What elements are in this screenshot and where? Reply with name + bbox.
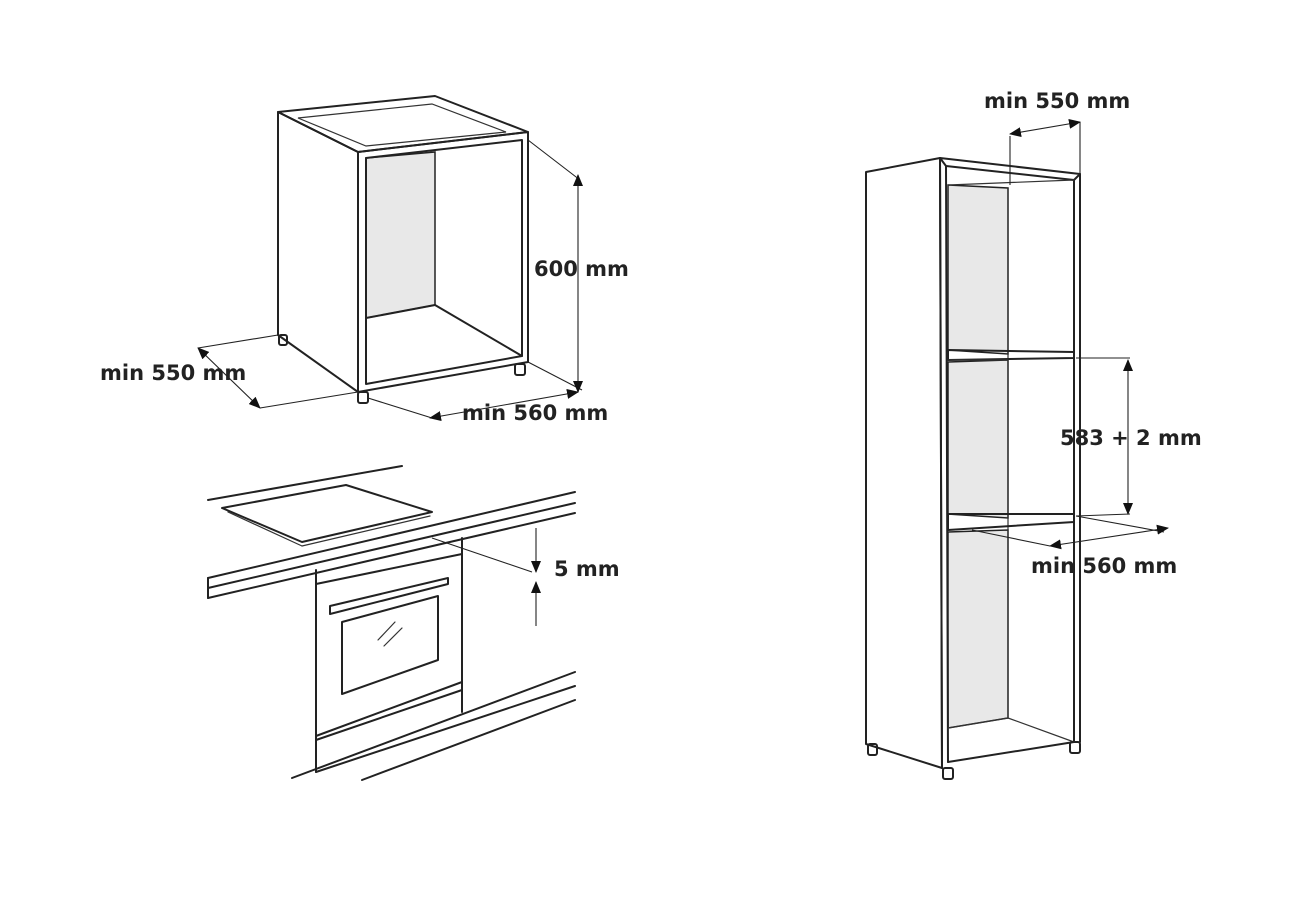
column-lower-shelf — [947, 513, 1075, 531]
depth-dimension-arrow — [197, 347, 261, 409]
oven-handle — [329, 577, 449, 615]
column-oven-niche — [947, 359, 1009, 519]
base-cabinet-inner-back — [365, 151, 436, 319]
column-depth-arrow — [1009, 118, 1081, 138]
column-cabinet-figure — [865, 118, 1169, 780]
hob — [221, 484, 433, 543]
column-upper-niche — [947, 184, 1009, 355]
column-lower-niche — [947, 529, 1009, 729]
base-cabinet-figure — [197, 95, 583, 422]
column-upper-shelf — [947, 349, 1075, 361]
worktop-oven-figure — [207, 465, 576, 781]
width-dimension-arrow — [429, 388, 579, 422]
base-cabinet-depth-label: min 550 mm — [100, 361, 246, 385]
worktop-gap-label: 5 mm — [554, 557, 620, 581]
base-cabinet-height-label: 600 mm — [534, 257, 629, 281]
column-width-arrow — [1049, 524, 1169, 550]
column-width-label: min 560 mm — [1031, 554, 1177, 578]
oven-door — [315, 553, 463, 737]
base-cabinet-width-label: min 560 mm — [462, 401, 608, 425]
column-depth-label: min 550 mm — [984, 89, 1130, 113]
column-niche-height-label: 583 + 2 mm — [1060, 426, 1202, 450]
